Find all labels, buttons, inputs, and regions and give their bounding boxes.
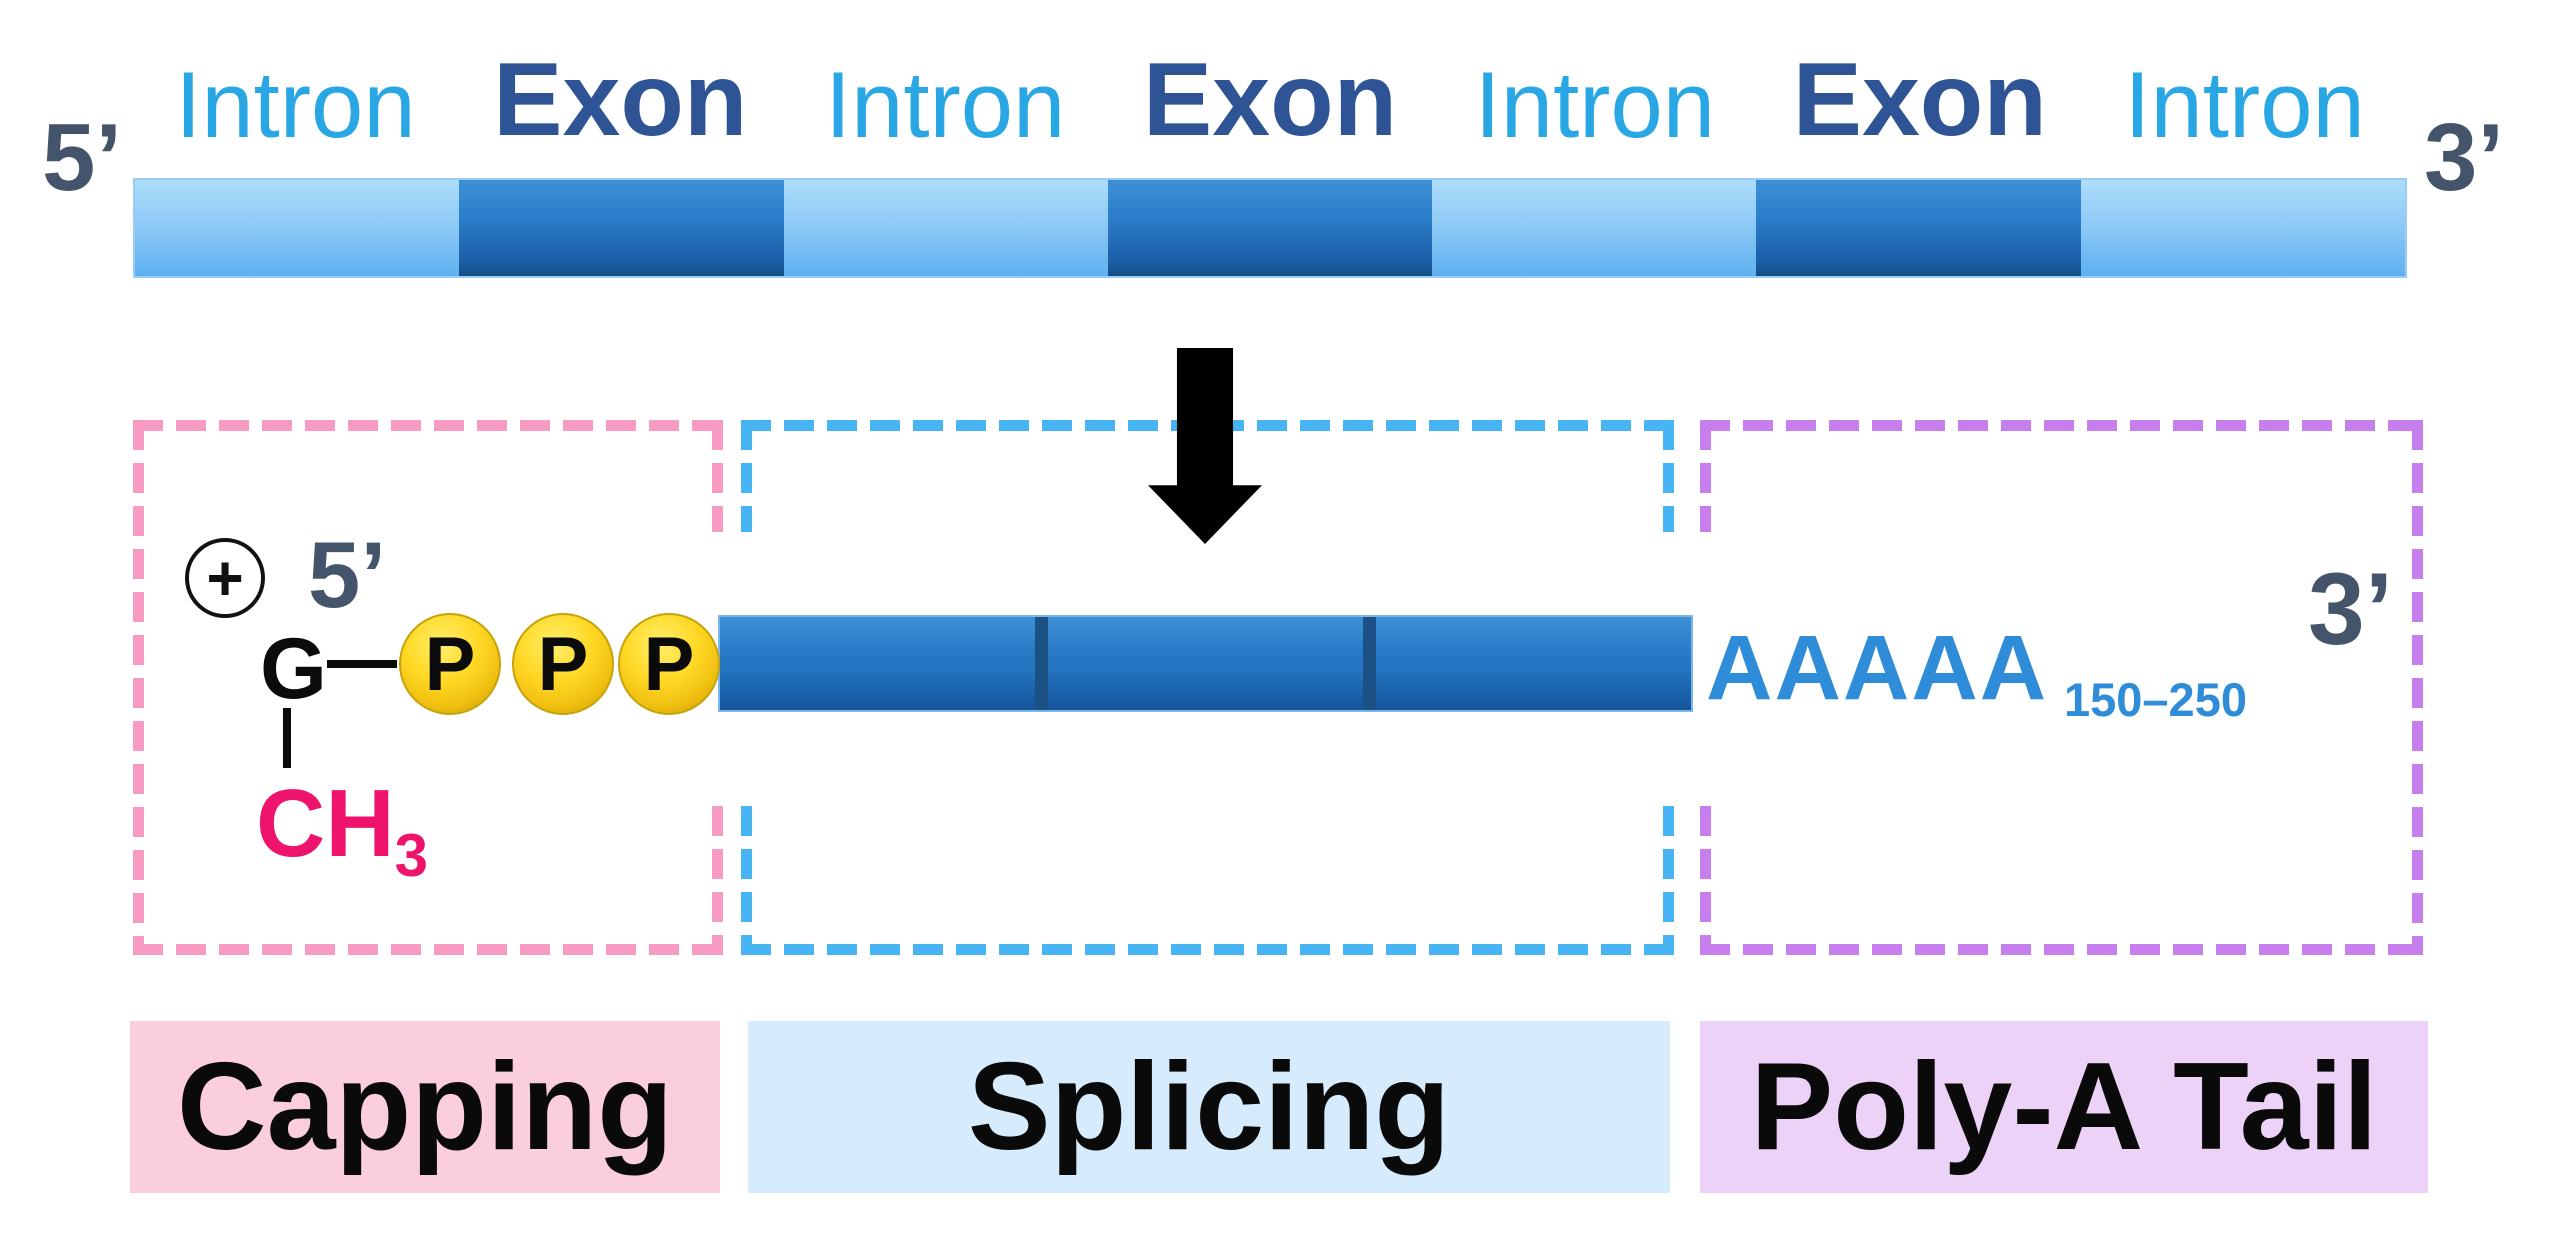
capping-box-border-right-upper bbox=[712, 420, 723, 532]
intron-segment bbox=[1432, 180, 1757, 276]
splicing-box-border-right-upper bbox=[1663, 420, 1674, 532]
splicing-box-border-right-lower bbox=[1663, 806, 1674, 955]
poly-a-count-range: 150–250 bbox=[2064, 673, 2247, 726]
methyl-group-label: CH3 bbox=[256, 776, 428, 886]
polya-box-border-bottom bbox=[1700, 944, 2423, 955]
mature-mrna-bar bbox=[718, 615, 1693, 712]
exon-segment bbox=[1756, 180, 2081, 276]
three-prime-label-mrna: 3’ bbox=[2308, 552, 2394, 666]
pre-mrna-bar bbox=[133, 178, 2407, 278]
methyl-ch: CH bbox=[256, 770, 395, 877]
segment-label-row: Intron Exon Intron Exon Intron Exon Intr… bbox=[133, 40, 2407, 152]
g-phosphate-bond bbox=[327, 660, 397, 668]
phosphate-circle: P bbox=[399, 613, 501, 715]
intron-label: Intron bbox=[2124, 52, 2365, 157]
poly-a-sequence: AAAAA bbox=[1706, 617, 2049, 719]
intron-segment bbox=[783, 180, 1108, 276]
polya-label: Poly-A Tail bbox=[1750, 1038, 2378, 1176]
polya-box-border-top bbox=[1700, 420, 2423, 431]
capping-process-box: Capping bbox=[130, 1021, 720, 1193]
exon-label: Exon bbox=[493, 42, 748, 158]
splicing-label: Splicing bbox=[967, 1038, 1451, 1176]
intron-label: Intron bbox=[175, 52, 416, 157]
methyl-subscript: 3 bbox=[394, 822, 429, 889]
guanine-cap-label: G bbox=[260, 621, 327, 717]
down-arrow-icon bbox=[1148, 348, 1262, 544]
polya-box-border-left-upper bbox=[1700, 420, 1711, 532]
exon-label: Exon bbox=[1142, 42, 1398, 158]
three-prime-label-top: 3’ bbox=[2424, 104, 2505, 211]
splicing-box-border-bottom bbox=[741, 944, 1674, 955]
polya-process-box: Poly-A Tail bbox=[1700, 1021, 2428, 1193]
mrna-exon-segment bbox=[720, 617, 1048, 710]
capping-box-border-right-lower bbox=[712, 806, 723, 955]
splicing-box-border-left-upper bbox=[741, 420, 752, 532]
capping-label: Capping bbox=[177, 1038, 673, 1176]
polya-box-border-left-lower bbox=[1700, 806, 1711, 955]
phosphate-circle: P bbox=[512, 613, 614, 715]
intron-segment bbox=[2080, 180, 2405, 276]
exon-segment bbox=[1107, 180, 1433, 276]
polya-box-border-right bbox=[2412, 420, 2423, 955]
phosphate-circle: P bbox=[618, 613, 720, 715]
splicing-box-border-left-lower bbox=[741, 806, 752, 955]
exon-segment bbox=[459, 180, 784, 276]
mrna-exon-segment bbox=[1048, 617, 1376, 710]
capping-box-border-bottom bbox=[133, 944, 723, 955]
exon-label: Exon bbox=[1792, 42, 2047, 158]
intron-label: Intron bbox=[1474, 52, 1716, 157]
mrna-exon-segment bbox=[1376, 617, 1691, 710]
five-prime-label-top: 5’ bbox=[42, 104, 123, 211]
splicing-process-box: Splicing bbox=[748, 1021, 1670, 1193]
plus-circle-icon: + bbox=[185, 538, 265, 618]
g-methyl-bond bbox=[283, 708, 291, 768]
intron-label: Intron bbox=[824, 52, 1066, 157]
capping-box-border-left bbox=[133, 420, 144, 955]
capping-box-border-top bbox=[133, 420, 723, 431]
five-prime-label-mrna: 5’ bbox=[308, 522, 387, 627]
intron-segment bbox=[135, 180, 460, 276]
